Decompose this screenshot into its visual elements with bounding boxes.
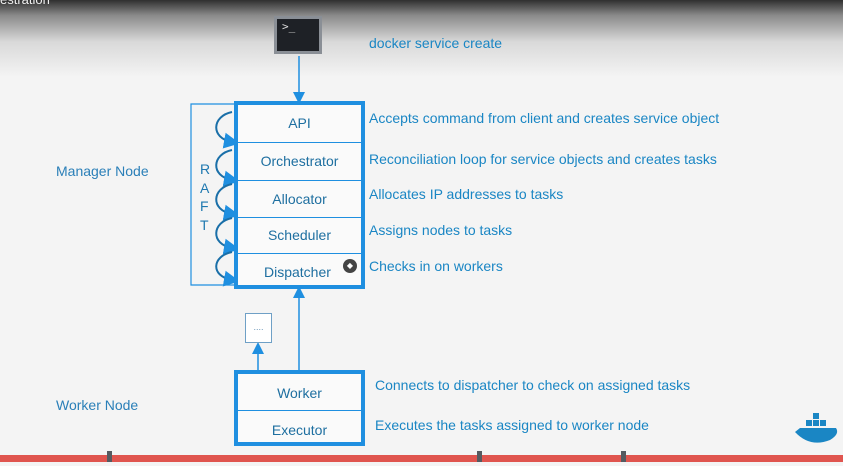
allocator-cell: Allocator: [238, 180, 361, 217]
progress-marker[interactable]: [621, 451, 626, 462]
worker-stack: Worker Executor: [234, 370, 365, 446]
video-progress-bar[interactable]: [0, 455, 843, 462]
scheduler-description: Assigns nodes to tasks: [369, 222, 513, 238]
worker-description: Connects to dispatcher to check on assig…: [375, 377, 691, 393]
allocator-description: Allocates IP addresses to tasks: [369, 186, 564, 202]
dispatcher-description: Checks in on workers: [369, 258, 503, 274]
orchestrator-description: Reconciliation loop for service objects …: [369, 151, 717, 167]
manager-stack: API Orchestrator Allocator Scheduler Dis…: [234, 101, 365, 289]
api-description: Accepts command from client and creates …: [369, 110, 720, 126]
scheduler-cell: Scheduler: [238, 217, 361, 253]
worker-node-label: Worker Node: [56, 397, 139, 413]
raft-letter-f: F: [200, 198, 209, 214]
command-label: docker service create: [369, 35, 503, 51]
api-cell: API: [288, 115, 311, 131]
manager-node-label: Manager Node: [56, 163, 149, 179]
raft-letter-t: T: [200, 217, 209, 233]
executor-description: Executes the tasks assigned to worker no…: [375, 417, 649, 433]
raft-letter-r: R: [200, 161, 211, 177]
terminal-prompt: >_: [282, 20, 296, 33]
terminal-icon: >_: [274, 16, 322, 54]
raft-bracket: [190, 103, 236, 286]
raft-letter-a: A: [200, 180, 210, 196]
dispatcher-cell: Dispatcher: [238, 253, 361, 285]
raft-loops: [215, 111, 240, 287]
slide-title-partial: estration: [0, 0, 50, 7]
executor-cell: Executor: [238, 410, 361, 442]
task-placeholder-box: ....: [245, 313, 272, 343]
progress-marker[interactable]: [477, 451, 482, 462]
progress-marker[interactable]: [107, 451, 112, 462]
worker-cell: Worker: [277, 385, 322, 401]
slide-top-fade: [0, 0, 843, 110]
lion-icon: ◆: [343, 259, 357, 273]
orchestrator-cell: Orchestrator: [238, 142, 361, 180]
docker-whale-icon: [795, 413, 838, 443]
